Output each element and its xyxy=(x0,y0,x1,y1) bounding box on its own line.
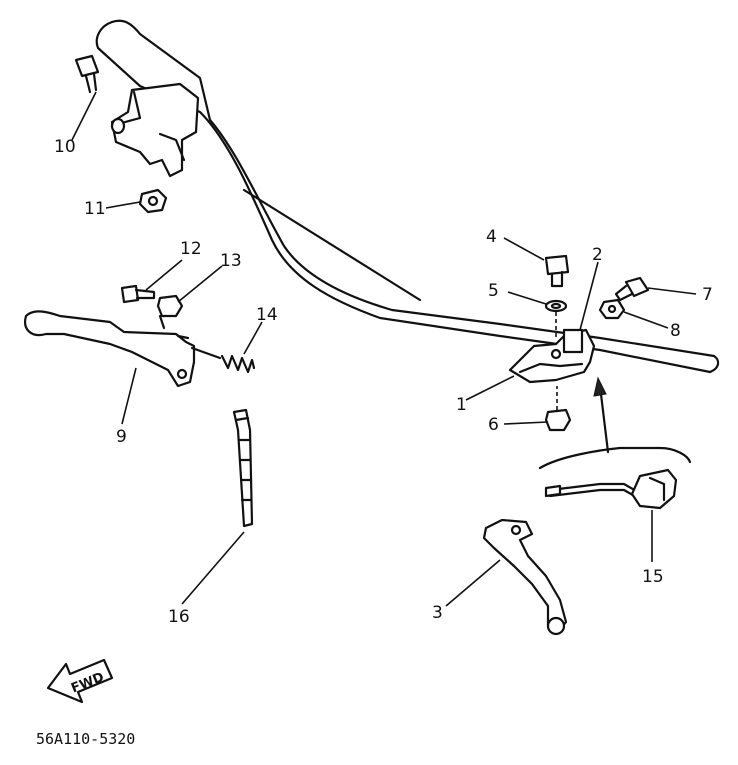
callout-2: 2 xyxy=(592,245,603,265)
callout-15: 15 xyxy=(642,567,664,587)
callout-4: 4 xyxy=(486,227,497,247)
callout-5: 5 xyxy=(488,281,499,301)
bolt-10 xyxy=(74,54,100,94)
callout-6: 6 xyxy=(488,415,499,435)
bolt-12 xyxy=(120,284,156,304)
callout-10: 10 xyxy=(54,137,76,157)
figure-code: 56A110-5320 xyxy=(36,730,135,748)
fwd-arrow: FWD xyxy=(46,658,114,704)
assembly-arrow xyxy=(593,376,610,454)
nut-8 xyxy=(598,298,626,320)
bolt-4 xyxy=(544,254,570,288)
lever-9 xyxy=(24,310,196,388)
leader-lines xyxy=(71,91,697,607)
callout-16: 16 xyxy=(168,607,190,627)
cable-tie-16 xyxy=(232,408,254,528)
callout-1: 1 xyxy=(456,395,467,415)
callout-labels: 1 2 3 4 5 6 7 8 9 10 11 12 13 14 15 16 xyxy=(54,137,713,627)
callout-14: 14 xyxy=(256,305,278,325)
callout-3: 3 xyxy=(432,603,443,623)
master-cylinder-clamp xyxy=(110,82,200,178)
lever-3 xyxy=(482,518,568,636)
bolt-7 xyxy=(614,276,650,302)
handlebar xyxy=(95,19,720,374)
nut-11 xyxy=(138,188,168,214)
clutch-switch-15 xyxy=(544,468,678,510)
callout-11: 11 xyxy=(84,199,106,219)
switch-inset-bracket xyxy=(538,446,692,470)
callout-9: 9 xyxy=(116,427,127,447)
nut-6 xyxy=(544,386,572,432)
washer-5 xyxy=(544,299,568,340)
nut-13 xyxy=(156,294,184,330)
spring-14 xyxy=(190,346,256,374)
callout-12: 12 xyxy=(180,239,202,259)
callout-7: 7 xyxy=(702,285,713,305)
callout-13: 13 xyxy=(220,251,242,271)
lever-holder-1 xyxy=(508,328,596,384)
callout-8: 8 xyxy=(670,321,681,341)
